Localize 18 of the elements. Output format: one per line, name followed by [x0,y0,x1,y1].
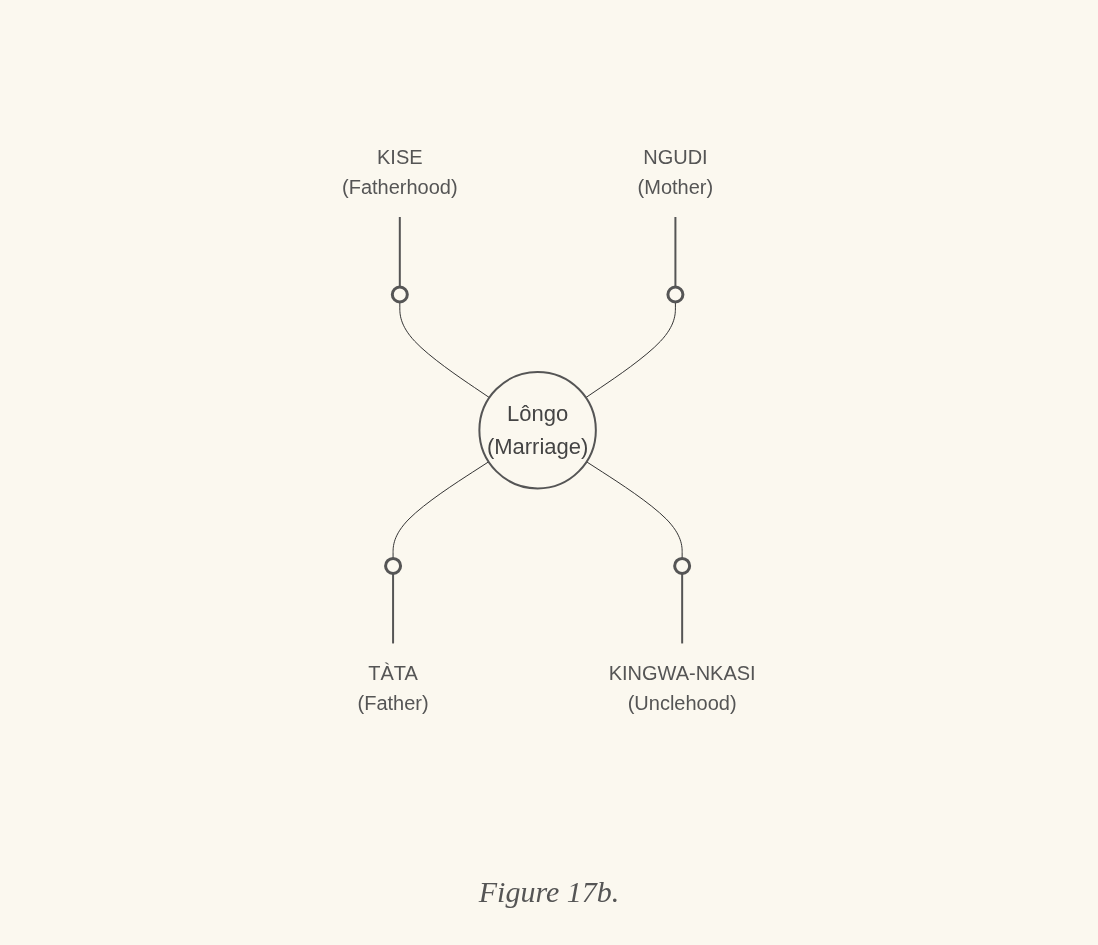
node-label: (Unclehood) [627,692,737,715]
connector [392,461,490,559]
figure-caption: Figure 17b. [478,875,620,908]
node-circle [673,556,692,575]
node-label: NGUDI [643,145,708,168]
node-label: (Fatherhood) [342,175,458,198]
node-circle: Lôngo (Marriage) [478,370,597,490]
node-label: KISE [377,145,423,168]
connector [399,301,491,398]
node-label: KINGWA-NKASI [608,662,756,685]
node-label: TÀTA [368,662,419,685]
node-circle [666,285,685,304]
node-circle [390,285,409,304]
connector [585,301,677,398]
node-label: (Mother) [637,175,714,198]
node-circle [384,556,403,575]
node-label: (Father) [357,692,429,715]
connector [586,461,683,559]
